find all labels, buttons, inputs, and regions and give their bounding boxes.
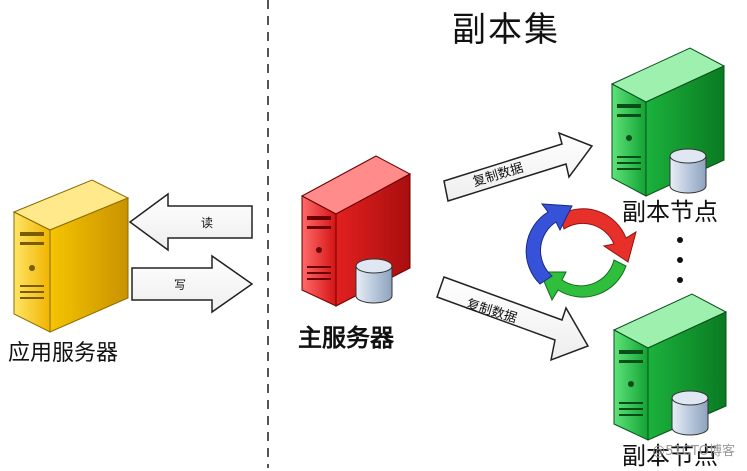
watermark: @51CTO博客 [652, 444, 735, 459]
replica-database-icon-2 [671, 390, 709, 436]
replica-label-2: 副本节点 [622, 442, 718, 470]
replica-label-1: 副本节点 [622, 198, 718, 226]
primary-database-icon [355, 258, 393, 304]
replica-server-icon-1 [610, 47, 726, 197]
heartbeat-label: 心跳 [548, 242, 587, 264]
app-server-icon [12, 179, 130, 333]
write-arrow [131, 254, 254, 314]
heartbeat-cycle-icon [525, 203, 637, 302]
more-replicas-ellipsis [677, 237, 683, 283]
primary-server-label: 主服务器 [298, 324, 394, 352]
copy-arrow-down [436, 276, 590, 362]
read-arrow [128, 192, 253, 252]
app-server-label: 应用服务器 [8, 341, 119, 366]
write-label: 写 [174, 278, 187, 292]
replica-database-icon-1 [669, 148, 707, 194]
read-label: 读 [201, 216, 214, 230]
replica-server-icon-2 [612, 293, 728, 441]
copy-arrow-up [443, 131, 594, 202]
diagram-title: 副本集 [452, 10, 560, 50]
